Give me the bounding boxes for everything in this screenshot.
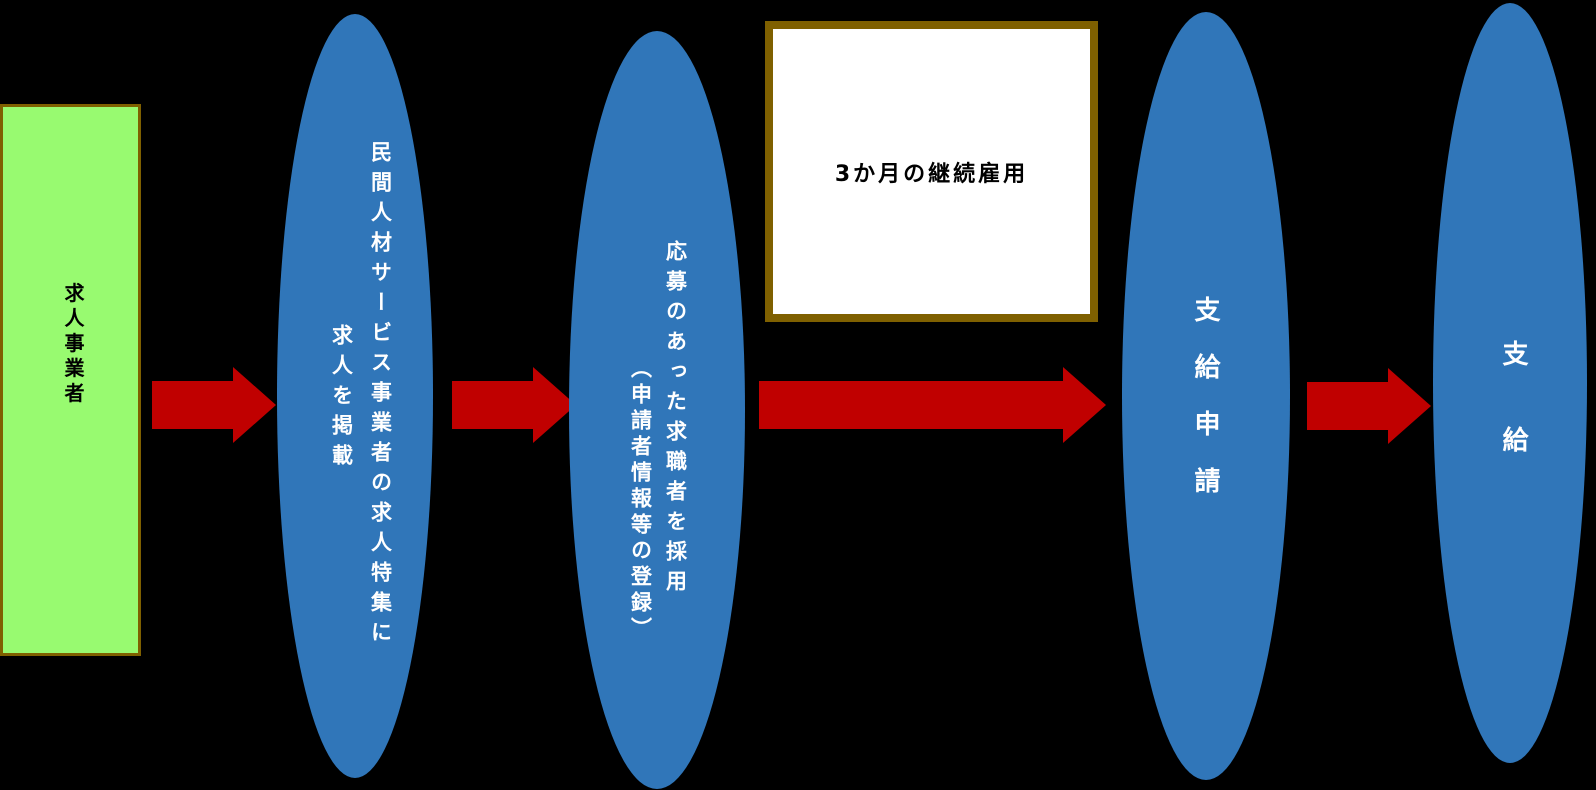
publish-job-label-line1: 民間人材サービス事業者の求人特集に	[368, 141, 393, 651]
employer-label: 求人事業者	[61, 282, 85, 408]
arrow-head-icon	[1063, 367, 1106, 443]
continuous-employment-label: 3か月の継続雇用	[834, 161, 1029, 187]
arrow-body	[152, 381, 233, 429]
publish-job-node: 民間人材サービス事業者の求人特集に 求人を掲載	[277, 14, 433, 778]
arrow-head-icon	[533, 367, 576, 443]
employer-node: 求人事業者	[0, 104, 141, 656]
hire-applicant-label-line2: （申請者情報等の登録）	[628, 357, 653, 643]
payment-application-label: 支給申請	[1190, 296, 1220, 524]
arrow-head-icon	[233, 367, 276, 443]
flow-arrow-2	[452, 367, 576, 443]
flow-arrow-3	[759, 367, 1106, 443]
payment-label: 支給	[1498, 340, 1528, 512]
flow-arrow-4	[1307, 368, 1431, 444]
payment-node: 支給	[1433, 3, 1587, 763]
arrow-body	[759, 381, 1063, 429]
flow-arrow-1	[152, 367, 276, 443]
payment-application-node: 支給申請	[1122, 12, 1290, 780]
arrow-head-icon	[1388, 368, 1431, 444]
continuous-employment-callout: 3か月の継続雇用	[765, 21, 1098, 322]
arrow-body	[1307, 382, 1388, 430]
arrow-body	[452, 381, 533, 429]
publish-job-label-line2: 求人を掲載	[329, 324, 354, 474]
hire-applicant-node: 応募のあった求職者を採用 （申請者情報等の登録）	[569, 31, 745, 789]
hire-applicant-label-line1: 応募のあった求職者を採用	[663, 240, 688, 600]
